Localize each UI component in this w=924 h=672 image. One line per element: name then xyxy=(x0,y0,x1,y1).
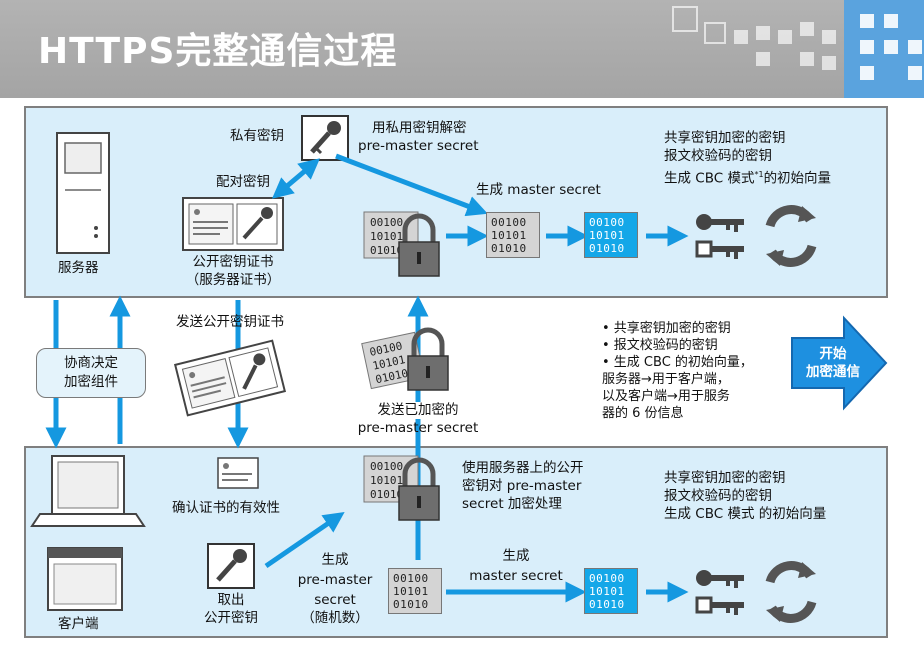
server-keys-line3: 生成 CBC 模式*1的初始向量 xyxy=(664,170,832,187)
encrypt-line2: 密钥对 pre-master xyxy=(462,478,582,494)
verify-cert-label: 确认证书的有效性 xyxy=(172,500,280,516)
note-line: • 共享密钥加密的密钥 xyxy=(602,321,731,336)
shared-info-notes: • 共享密钥加密的密钥 • 报文校验码的密钥 • 生成 CBC 的初始向量， 服… xyxy=(602,320,753,422)
private-key-icon xyxy=(301,115,349,161)
refresh-icon-bottom xyxy=(765,561,817,623)
note-line: 服务器→用于客户端， xyxy=(602,372,730,387)
encrypted-data-icon-top: 00100 10101 01010 xyxy=(363,211,440,277)
negotiate-line2: 加密组件 xyxy=(64,374,118,390)
key-pair-label: 配对密钥 xyxy=(216,174,270,190)
start-label-line1: 开始 xyxy=(819,346,847,362)
svg-text:01010: 01010 xyxy=(370,488,403,501)
public-cert-label: 公开密钥证书 xyxy=(192,254,274,270)
encrypt-line3: secret 加密处理 xyxy=(462,496,562,512)
encrypted-data-icon-bottom: 00100 10101 01010 xyxy=(363,455,440,521)
gen-pre-line3: secret xyxy=(314,592,356,608)
refresh-icon-top xyxy=(765,205,817,267)
start-encrypted-comm-arrow xyxy=(791,315,888,411)
negotiate-box xyxy=(36,348,146,398)
send-encrypted-line2: pre-master secret xyxy=(357,420,479,436)
gen-master-bottom-line2: master secret xyxy=(469,568,563,584)
slide-header: HTTPS完整通信过程 xyxy=(0,0,924,98)
client-keys-line3: 生成 CBC 模式 的初始向量 xyxy=(664,506,827,522)
decrypt-label-line2: pre-master secret xyxy=(358,138,479,154)
server-label: 服务器 xyxy=(58,260,99,276)
public-key-icon xyxy=(207,543,255,589)
svg-text:10101: 10101 xyxy=(370,474,403,487)
shared-keys-icon-top xyxy=(695,214,744,259)
client-keys-line1: 共享密钥加密的密钥 xyxy=(664,470,786,486)
header-decoration xyxy=(664,0,924,98)
verify-cert-icon xyxy=(217,457,259,489)
note-line: • 生成 CBC 的初始向量， xyxy=(602,355,753,370)
laptop-icon xyxy=(30,455,146,527)
shared-keys-icon-bottom xyxy=(695,570,744,615)
start-label-line2: 加密通信 xyxy=(806,364,860,380)
lock-icon-middle xyxy=(407,327,449,391)
note-line: 以及客户端→用于服务 xyxy=(602,389,730,404)
private-key-label: 私有密钥 xyxy=(230,128,284,144)
svg-text:10101: 10101 xyxy=(370,230,403,243)
gen-master-label-top: 生成 master secret xyxy=(476,182,601,198)
public-cert-sublabel: （服务器证书） xyxy=(185,272,281,288)
client-label: 客户端 xyxy=(58,616,99,632)
server-keys-line1: 共享密钥加密的密钥 xyxy=(664,130,786,146)
note-line: • 报文校验码的密钥 xyxy=(602,338,718,353)
take-key-line1: 取出 xyxy=(217,592,245,608)
encrypt-line1: 使用服务器上的公开 xyxy=(462,460,584,476)
server-icon xyxy=(56,132,110,254)
svg-text:00100: 00100 xyxy=(370,216,403,229)
gen-pre-line2: pre-master xyxy=(297,572,373,588)
server-keys-line2: 报文校验码的密钥 xyxy=(664,148,772,164)
svg-text:01010: 01010 xyxy=(370,244,403,257)
note-line: 器的 6 份信息 xyxy=(602,406,684,421)
client-keys-line2: 报文校验码的密钥 xyxy=(664,488,772,504)
svg-text:00100: 00100 xyxy=(370,460,403,473)
public-cert-server-icon xyxy=(182,197,284,251)
gen-pre-line4: （随机数） xyxy=(301,610,369,626)
sending-cert-icon xyxy=(173,339,287,417)
send-cert-label: 发送公开密钥证书 xyxy=(176,314,284,330)
gen-master-bottom-line1: 生成 xyxy=(502,548,530,564)
slide-title: HTTPS完整通信过程 xyxy=(38,31,398,72)
negotiate-line1: 协商决定 xyxy=(64,355,118,371)
decrypt-label-line1: 用私用密钥解密 xyxy=(372,120,467,136)
gen-pre-line1: 生成 xyxy=(321,552,349,568)
send-encrypted-line1: 发送已加密的 xyxy=(348,402,488,419)
sending-encrypted-icon: 00100 10101 01010 xyxy=(361,331,425,390)
take-key-line2: 公开密钥 xyxy=(204,610,258,626)
browser-window-icon xyxy=(47,547,123,611)
